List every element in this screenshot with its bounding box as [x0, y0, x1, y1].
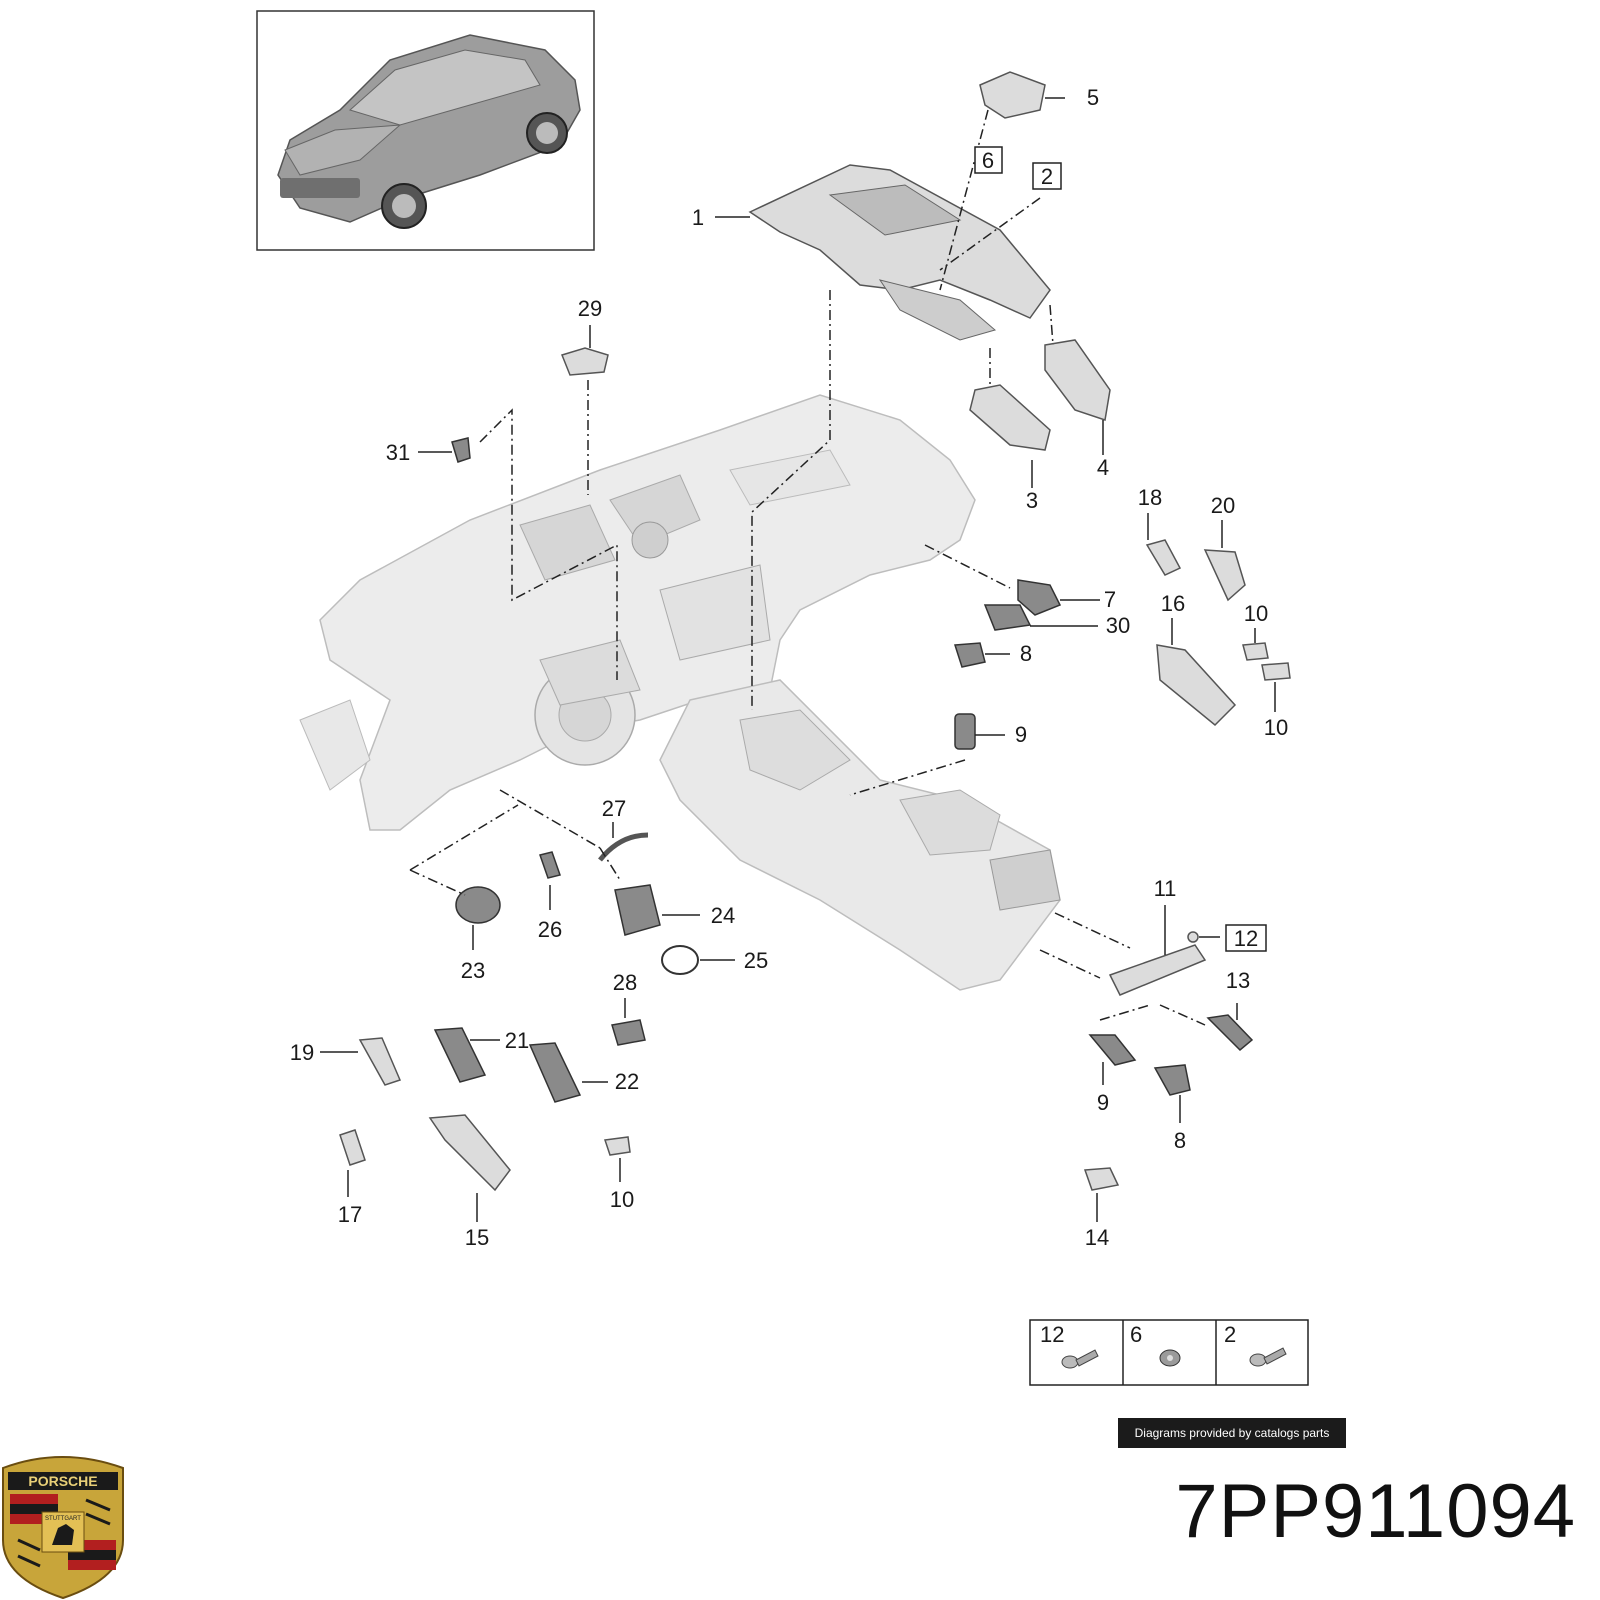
leader-lines	[320, 97, 1276, 1222]
part-31	[451, 437, 471, 463]
callout-3: 3	[1026, 488, 1038, 513]
part-28	[611, 1019, 646, 1046]
callout-21: 21	[505, 1028, 529, 1053]
callout-19: 19	[290, 1040, 314, 1065]
callout-12: 12	[1234, 926, 1258, 951]
callout-13: 13	[1226, 968, 1250, 993]
callout-28: 28	[613, 970, 637, 995]
callout-7: 7	[1104, 587, 1116, 612]
part-25	[661, 945, 699, 975]
part-16	[1156, 644, 1237, 727]
part-7	[1017, 579, 1062, 616]
part-14	[1083, 1167, 1120, 1191]
part-29	[561, 347, 609, 376]
callout-6: 6	[982, 148, 994, 173]
callout-10-left: 10	[610, 1187, 634, 1212]
part-10c	[604, 1136, 631, 1156]
callout-18: 18	[1138, 485, 1162, 510]
callout-5: 5	[1087, 85, 1099, 110]
callout-10-right-top: 10	[1244, 601, 1268, 626]
fastener-legend: 12 6 2	[1029, 1319, 1309, 1386]
part-19	[358, 1037, 402, 1086]
part-13	[1206, 1014, 1254, 1052]
callout-11: 11	[1154, 876, 1177, 901]
logo-wordmark: PORSCHE	[28, 1473, 97, 1489]
part-12	[1187, 931, 1199, 943]
part-22	[528, 1042, 582, 1103]
part-23	[455, 886, 501, 924]
car-thumbnail	[256, 10, 595, 251]
part-8a	[953, 642, 986, 668]
callout-2: 2	[1041, 164, 1053, 189]
part-26	[539, 851, 561, 879]
callout-17: 17	[338, 1202, 362, 1227]
callout-9-top: 9	[1015, 722, 1027, 747]
nut-icon	[1159, 1349, 1181, 1367]
part-11	[1108, 944, 1207, 996]
callout-8-top: 8	[1020, 641, 1032, 666]
part-number: 7PP911094	[1175, 1469, 1576, 1554]
boxed-callouts: 6 2 12	[974, 146, 1267, 952]
part-8b	[1153, 1064, 1191, 1096]
part-24	[614, 884, 661, 936]
part-18	[1145, 539, 1182, 576]
part-5	[979, 71, 1046, 119]
part-30	[983, 604, 1032, 631]
part-3	[969, 384, 1051, 451]
callout-22: 22	[615, 1069, 639, 1094]
part-1-trim	[748, 164, 1051, 341]
callout-10-right-bottom: 10	[1264, 715, 1288, 740]
callout-24: 24	[711, 903, 735, 928]
callout-15: 15	[465, 1225, 489, 1250]
callout-1: 1	[692, 205, 704, 230]
part-4	[1044, 339, 1111, 421]
callout-26: 26	[538, 917, 562, 942]
part-9a	[954, 713, 976, 750]
callout-27: 27	[602, 796, 626, 821]
part-15	[428, 1114, 511, 1192]
callout-23: 23	[461, 958, 485, 983]
porsche-crest-icon: PORSCHE STUTTGART	[1, 1456, 124, 1600]
callout-16: 16	[1161, 591, 1185, 616]
callout-20: 20	[1211, 493, 1235, 518]
callout-9-bottom: 9	[1097, 1090, 1109, 1115]
legend-label-6: 6	[1130, 1322, 1142, 1347]
callout-8-bottom: 8	[1174, 1128, 1186, 1153]
diagram-credit-banner: Diagrams provided by catalogs parts	[1118, 1418, 1346, 1448]
part-27	[598, 832, 649, 862]
dashboard-assembly	[299, 394, 1061, 991]
car-thumbnail-icon	[277, 34, 581, 229]
screw-icon	[1249, 1347, 1287, 1367]
part-9b	[1088, 1034, 1137, 1066]
legend-label-2: 2	[1224, 1322, 1236, 1347]
callout-4: 4	[1097, 455, 1109, 480]
legend-label-12: 12	[1040, 1322, 1064, 1347]
part-17	[339, 1129, 366, 1166]
part-10a	[1242, 642, 1269, 661]
callout-30: 30	[1106, 613, 1130, 638]
part-10b	[1261, 662, 1291, 681]
part-21	[433, 1027, 487, 1083]
callout-14: 14	[1085, 1225, 1109, 1250]
callout-31: 31	[386, 440, 410, 465]
part-20	[1203, 549, 1246, 602]
bolt-icon	[1061, 1349, 1099, 1369]
callout-labels: 1 5 3 4 29 31 7 30 8 9 18 20 16 10 10 11…	[290, 85, 1288, 1250]
connector-lines	[409, 109, 1206, 1026]
callout-29: 29	[578, 296, 602, 321]
callout-25: 25	[744, 948, 768, 973]
logo-subtext: STUTTGART	[45, 1516, 81, 1522]
